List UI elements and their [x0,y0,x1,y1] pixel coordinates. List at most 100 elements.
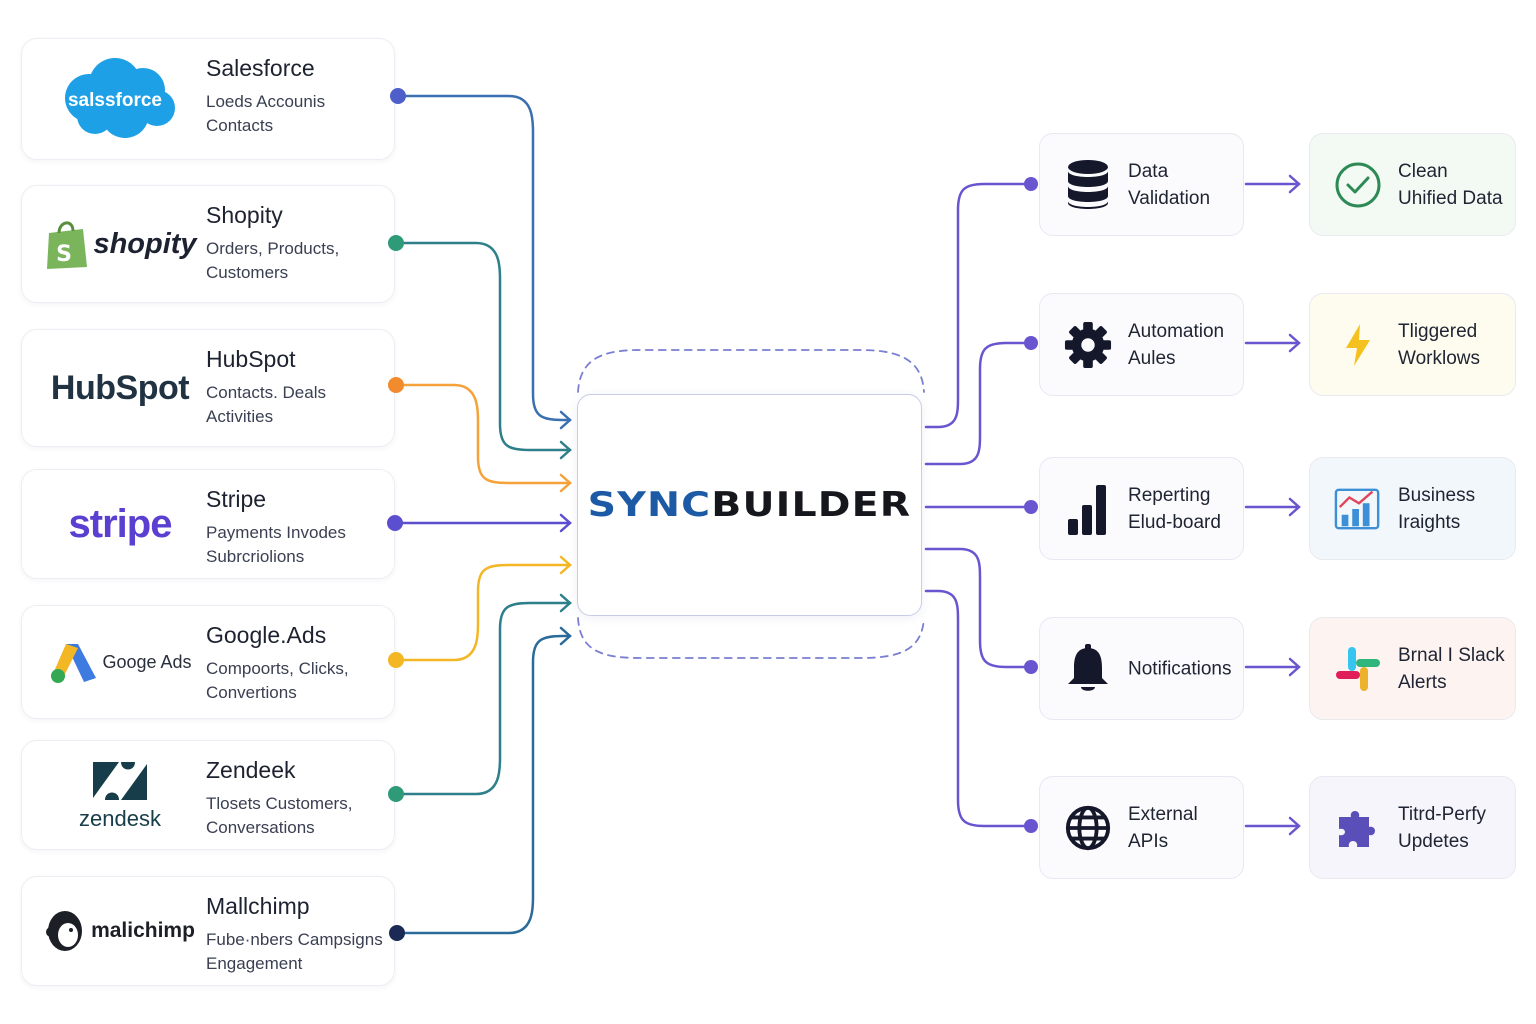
output-label: Titrd-Perfy Updetes [1398,803,1486,852]
output-card-slack-alerts[interactable]: Brnal I Slack Alerts [1309,617,1516,720]
salesforce-cloud-icon: salssforce [65,58,175,138]
output-card-business-insights[interactable]: Business Iraights [1309,457,1516,560]
zendesk-logo-text: zendesk [79,806,161,831]
source-connector-dot[interactable] [388,786,404,802]
source-detail: Engagement [206,954,303,973]
process-card-notifications[interactable]: Notifications [1039,617,1244,720]
shopify-logo-text: shopity [93,227,197,260]
source-detail: Tlosets Customers, [206,794,353,813]
source-card-salesforce[interactable]: salssforce Salesforce Loeds Accounis Con… [21,38,395,160]
output-card-clean-data[interactable]: Clean Uhified Data [1309,133,1516,236]
process-label: Notifications [1128,658,1232,679]
process-connector-dot [1024,177,1038,191]
output-label: Clean Uhified Data [1398,160,1503,209]
source-detail: Convertions [206,683,297,702]
slack-icon [1334,643,1382,695]
source-connector-dot[interactable] [388,652,404,668]
process-label: Automation Aules [1128,320,1225,369]
source-card-stripe[interactable]: stripe Stripe Payments Invodes Subrcriol… [21,469,395,579]
salesforce-logo-text: salssforce [68,90,162,111]
svg-text:S: S [57,242,73,267]
process-wire [924,341,1033,466]
process-label: Reperting Elud-board [1128,484,1221,533]
source-detail: Conversations [206,818,315,837]
output-card-third-party-updates[interactable]: Titrd-Perfy Updetes [1309,776,1516,879]
source-card-mailchimp[interactable]: malichimp Mallchimp Fube·nbers Campsigns… [21,876,395,986]
source-wire-arrow [559,473,572,493]
mailchimp-logo: malichimp [34,877,206,985]
process-card-data-validation[interactable]: Data Validation [1039,133,1244,236]
source-wire-arrow [559,440,572,460]
source-card-shopify[interactable]: S shopity Shopity Orders, Products, Cust… [21,185,395,303]
source-wire-arrow [559,593,572,613]
hub-title-builder: BUILDER [711,485,912,525]
process-label: Data Validation [1128,160,1211,209]
zendesk-logo: zendesk [34,741,206,849]
bar-chart-icon [1064,483,1112,535]
globe-icon [1064,802,1112,854]
google-ads-logo: Googe Ads [34,606,206,718]
process-card-external-apis[interactable]: External APIs [1039,776,1244,879]
source-wire [396,634,572,935]
output-label: Tliggered Worklows [1398,320,1480,369]
process-connector-dot [1024,500,1038,514]
source-card-hubspot[interactable]: HubSpot HubSpot Contacts. Deals Activiti… [21,329,395,447]
source-detail: Activities [206,407,274,426]
source-name: Salesforce [206,55,315,81]
process-wire [924,589,1033,828]
source-detail: Subrcriolions [206,547,305,566]
output-arrow-head [1288,816,1301,836]
output-card-triggered-workflows[interactable]: Tliggered Worklows [1309,293,1516,396]
check-circle-icon [1334,159,1382,211]
source-name: Google.Ads [206,622,327,648]
source-detail: Loeds Accounis [206,92,326,111]
output-label: Business Iraights [1398,484,1476,533]
source-connector-dot[interactable] [387,515,403,531]
hub-dashed-top [577,349,925,393]
source-wire [396,601,572,796]
zendesk-icon [93,762,147,800]
source-detail: Contacts [206,116,274,135]
stripe-logo: stripe [34,470,206,578]
source-detail: Payments Invodes [206,523,346,542]
output-arrow-head [1288,333,1301,353]
process-connector-dot [1024,660,1038,674]
bell-icon [1064,643,1112,695]
source-wire-arrow [559,626,572,646]
process-wire [924,182,1033,429]
output-arrow-head [1288,657,1301,677]
output-arrow-head [1288,497,1301,517]
mailchimp-icon [46,911,83,951]
source-name: Stripe [206,486,267,512]
source-connector-dot[interactable] [388,377,404,393]
source-name: Shopity [206,202,283,228]
process-connector-dot [1024,819,1038,833]
source-connector-dot[interactable] [388,235,404,251]
shopify-logo: S shopity [34,186,206,302]
source-wire [396,563,572,662]
source-detail: Compoorts, Clicks, [206,659,349,678]
source-wire-arrow [559,513,572,533]
source-card-zendesk[interactable]: zendesk Zendeek Tlosets Customers, Conve… [21,740,395,850]
stripe-logo-text: stripe [68,501,173,546]
process-connector-dot [1024,336,1038,350]
source-detail: Fube·nbers Campsigns [206,930,383,949]
source-wire [396,241,572,452]
source-detail: Orders, Products, [206,239,340,258]
source-wire-arrow [559,410,572,430]
source-name: Zendeek [206,757,296,783]
source-name: HubSpot [206,346,296,372]
process-card-automation-rules[interactable]: Automation Aules [1039,293,1244,396]
source-name: Mallchimp [206,893,310,919]
syncbuilder-hub[interactable]: SYNCBUILDER [577,394,922,616]
process-card-reporting-dashboard[interactable]: Reperting Elud-board [1039,457,1244,560]
hub-title: SYNCBUILDER [588,485,912,525]
salesforce-logo: salssforce [34,39,206,159]
shopify-bag-icon: S [47,221,88,269]
source-wire-arrow [559,555,572,575]
hub-title-sync: SYNC [587,485,712,525]
source-connector-dot[interactable] [389,925,405,941]
source-card-google-ads[interactable]: Googe Ads Google.Ads Compoorts, Clicks, … [21,605,395,719]
source-connector-dot[interactable] [390,88,406,104]
database-icon [1064,159,1112,211]
